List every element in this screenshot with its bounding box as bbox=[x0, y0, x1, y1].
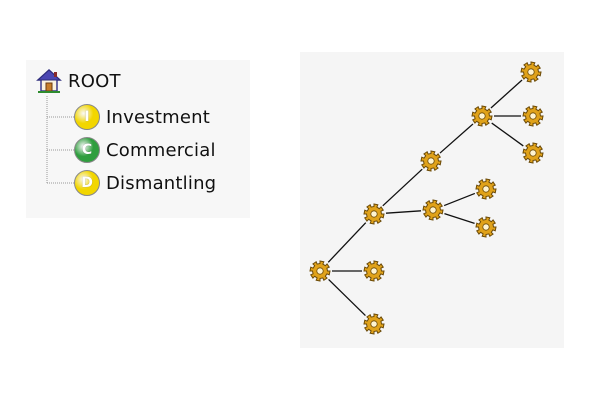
graph-edge bbox=[385, 210, 422, 214]
graph-edge bbox=[382, 168, 423, 207]
gear-icon[interactable] bbox=[420, 150, 442, 172]
tree-item-dismantling[interactable]: D Dismantling bbox=[74, 168, 216, 198]
gear-icon[interactable] bbox=[363, 313, 385, 335]
tree-item-dismantling-label: Dismantling bbox=[106, 172, 217, 194]
dismantling-type-icon: D bbox=[74, 170, 100, 196]
tree-item-root-label: ROOT bbox=[68, 70, 121, 92]
tree-item-investment-label: Investment bbox=[106, 106, 210, 128]
graph-nodes bbox=[309, 61, 544, 335]
gear-icon[interactable] bbox=[471, 105, 493, 127]
graph-edge bbox=[327, 222, 367, 263]
graph-edges bbox=[327, 79, 524, 317]
graph-edge bbox=[490, 79, 523, 109]
graph-edge bbox=[328, 278, 366, 317]
hierarchy-graph-panel bbox=[300, 52, 564, 348]
gear-icon[interactable] bbox=[363, 203, 385, 225]
tree-panel: ROOT I Investment C Commercial D Dismant… bbox=[26, 60, 250, 218]
tree-item-root[interactable]: ROOT bbox=[36, 66, 121, 96]
graph-edge bbox=[491, 122, 524, 147]
gear-icon[interactable] bbox=[309, 260, 331, 282]
investment-type-icon: I bbox=[74, 104, 100, 130]
gear-icon[interactable] bbox=[363, 260, 385, 282]
hierarchy-graph bbox=[309, 61, 544, 335]
gear-icon[interactable] bbox=[520, 61, 542, 83]
gear-icon[interactable] bbox=[422, 199, 444, 221]
graph-edge bbox=[443, 192, 476, 207]
gear-icon[interactable] bbox=[475, 216, 497, 238]
tree-item-investment[interactable]: I Investment bbox=[74, 102, 210, 132]
tree-item-commercial[interactable]: C Commercial bbox=[74, 135, 216, 165]
gear-icon[interactable] bbox=[522, 105, 544, 127]
home-icon bbox=[36, 68, 62, 94]
gear-icon[interactable] bbox=[475, 178, 497, 200]
graph-edge bbox=[439, 123, 474, 154]
tree-item-commercial-label: Commercial bbox=[106, 139, 216, 161]
gear-icon[interactable] bbox=[522, 142, 544, 164]
commercial-type-icon: C bbox=[74, 137, 100, 163]
graph-edge bbox=[444, 213, 475, 224]
